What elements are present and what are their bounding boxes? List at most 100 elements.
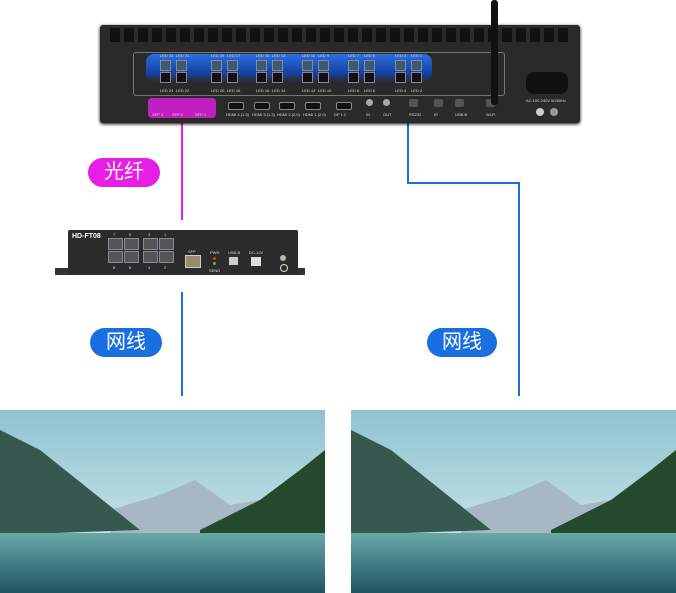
- fiber-converter-body: [68, 230, 298, 274]
- led-port[interactable]: [176, 60, 187, 71]
- sfp-label: SFP 3: [152, 112, 164, 117]
- fiber-rj45-port[interactable]: [159, 238, 174, 250]
- led-port[interactable]: [256, 72, 267, 83]
- led-label-bottom: LED 20: [211, 88, 225, 93]
- sfp-label: SFP: [188, 249, 196, 254]
- antenna: [491, 0, 498, 105]
- fiber-port-num: 2: [164, 265, 167, 270]
- sfp-label: SFP 1: [195, 112, 207, 117]
- input-port[interactable]: [228, 102, 244, 110]
- led-label-top: LED 9: [318, 53, 330, 58]
- led-port[interactable]: [364, 72, 375, 83]
- misc-port[interactable]: [486, 99, 495, 107]
- led-label-bottom: LED 2: [411, 88, 423, 93]
- fiber-rj45-port[interactable]: [108, 238, 123, 250]
- led-port[interactable]: [272, 72, 283, 83]
- led-port[interactable]: [227, 60, 238, 71]
- cable-tag-left: 网线: [90, 328, 162, 357]
- misc-port[interactable]: [455, 99, 464, 107]
- led-port[interactable]: [211, 60, 222, 71]
- led-label-top: LED 11: [302, 53, 316, 58]
- vent-grille: [110, 28, 570, 42]
- input-port[interactable]: [305, 102, 321, 110]
- led-port[interactable]: [272, 60, 283, 71]
- led-label-bottom: LED 10: [318, 88, 332, 93]
- send-led: [213, 262, 216, 265]
- led-label-top: LED 7: [348, 53, 360, 58]
- input-port[interactable]: [279, 102, 295, 110]
- pwr-label: PWR: [210, 250, 220, 255]
- fiber-rj45-port[interactable]: [143, 238, 158, 250]
- led-port[interactable]: [160, 60, 171, 71]
- pwr-led: [213, 257, 216, 260]
- misc-label: USB-B: [455, 112, 468, 117]
- input-label: HDMI 4 (1.3): [226, 112, 249, 117]
- input-port[interactable]: [336, 102, 352, 110]
- led-port[interactable]: [302, 72, 313, 83]
- led-port[interactable]: [211, 72, 222, 83]
- led-label-bottom: LED 16: [256, 88, 270, 93]
- led-label-bottom: LED 14: [272, 88, 286, 93]
- sfp-port[interactable]: [185, 255, 201, 268]
- led-port[interactable]: [395, 60, 406, 71]
- led-label-top: LED 17: [227, 53, 241, 58]
- fiber-rj45-port[interactable]: [143, 251, 158, 263]
- cable-line-right-v1: [407, 95, 409, 184]
- led-port[interactable]: [364, 60, 375, 71]
- fiber-rj45-port[interactable]: [159, 251, 174, 263]
- input-label: DP 1.2: [334, 112, 347, 117]
- led-label-top: LED 21: [176, 53, 190, 58]
- usb-label: USB-B: [228, 250, 241, 255]
- sfp-label: SFP 2: [172, 112, 184, 117]
- led-label-top: LED 15: [256, 53, 270, 58]
- led-port[interactable]: [411, 72, 422, 83]
- input-label: HDMI 2 (2.0): [277, 112, 300, 117]
- led-port[interactable]: [227, 72, 238, 83]
- dc-jack[interactable]: [251, 257, 261, 266]
- cable-line-right-h: [407, 182, 520, 184]
- misc-label: IR: [434, 112, 438, 117]
- led-port[interactable]: [318, 72, 329, 83]
- input-port[interactable]: [254, 102, 270, 110]
- power-socket: [526, 72, 568, 94]
- output-panel: [133, 52, 505, 96]
- led-port[interactable]: [176, 72, 187, 83]
- led-port[interactable]: [348, 60, 359, 71]
- ground-symbol: [550, 108, 558, 116]
- input-label: HDMI 1 (2.0): [303, 112, 326, 117]
- power-label: AC 100-240V 50/60Hz: [526, 98, 567, 103]
- dc-label: DC-12V: [249, 250, 264, 255]
- led-label-top: LED 3: [395, 53, 407, 58]
- fiber-rj45-port[interactable]: [124, 251, 139, 263]
- led-port[interactable]: [318, 60, 329, 71]
- input-label: HDMI 3 (1.3): [252, 112, 275, 117]
- misc-port[interactable]: [409, 99, 418, 107]
- misc-label: RS232: [409, 112, 422, 117]
- led-port[interactable]: [302, 60, 313, 71]
- led-port[interactable]: [160, 72, 171, 83]
- output-highlight: [146, 54, 432, 82]
- led-label-top: LED 23: [160, 53, 174, 58]
- led-label-bottom: LED 12: [302, 88, 316, 93]
- led-label-bottom: LED 6: [364, 88, 376, 93]
- sfp-highlight: [148, 98, 216, 118]
- usb-port[interactable]: [229, 257, 238, 265]
- audio-jack[interactable]: [383, 99, 390, 106]
- led-port[interactable]: [256, 60, 267, 71]
- cable-line-left: [181, 292, 183, 396]
- fiber-model: HD-FT08: [72, 233, 101, 240]
- misc-label: Wi-Fi: [486, 112, 496, 117]
- ground-screw: [536, 108, 544, 116]
- fiber-rj45-port[interactable]: [124, 238, 139, 250]
- led-label-bottom: LED 8: [348, 88, 360, 93]
- fiber-rj45-port[interactable]: [108, 251, 123, 263]
- led-label-bottom: LED 22: [176, 88, 190, 93]
- cable-tag-right: 网线: [427, 328, 497, 357]
- misc-port[interactable]: [434, 99, 443, 107]
- led-port[interactable]: [411, 60, 422, 71]
- ground-symbol: [280, 264, 288, 272]
- led-port[interactable]: [395, 72, 406, 83]
- led-port[interactable]: [348, 72, 359, 83]
- audio-jack[interactable]: [366, 99, 373, 106]
- fiber-port-num: 8: [113, 265, 116, 270]
